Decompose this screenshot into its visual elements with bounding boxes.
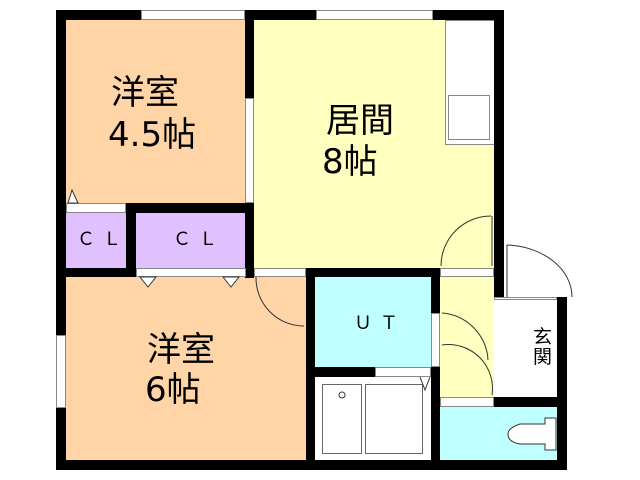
- room-western-4-5: [66, 20, 246, 204]
- label-closet-2: ＣＬ: [173, 229, 225, 250]
- entrance-step: [494, 297, 557, 300]
- wall-ut-top: [306, 268, 440, 277]
- closet-fold-icon: [138, 276, 158, 288]
- window-left-6: [56, 335, 66, 408]
- label-living-size: 8帖: [322, 142, 378, 182]
- drain-icon: [338, 391, 346, 399]
- door-swing-6: [255, 276, 305, 327]
- closet-door-1: [66, 203, 126, 213]
- wall-toilet-top: [494, 397, 567, 407]
- wall-ut-bath: [306, 367, 440, 377]
- sink-icon: [448, 95, 490, 140]
- toilet-icon: [507, 417, 557, 451]
- label-western-6-name: 洋室: [147, 330, 215, 370]
- room-closet-2: [136, 213, 246, 268]
- closet-fold-icon: [221, 276, 241, 288]
- door-swing-living: [440, 215, 492, 267]
- opening-4-5-living: [245, 98, 254, 203]
- label-western-4-5-name: 洋室: [111, 73, 179, 113]
- door-swing-ut: [441, 312, 489, 361]
- label-closet-1: ＣＬ: [77, 229, 129, 250]
- label-living-name: 居間: [326, 101, 394, 141]
- label-entrance: 玄関: [533, 326, 553, 368]
- closet-fold-icon: [67, 188, 79, 204]
- door-ut: [431, 313, 440, 367]
- bathtub-icon: [322, 384, 362, 454]
- label-western-6-size: 6帖: [145, 370, 201, 410]
- wall-closet-top: [126, 203, 254, 213]
- wall-right-entrance: [557, 297, 567, 470]
- door-toilet: [440, 397, 494, 407]
- room-bath: [315, 377, 431, 460]
- window-top-left: [141, 10, 245, 20]
- closet-door-2: [136, 268, 246, 277]
- room-entrance: [498, 297, 557, 397]
- label-western-4-5-size: 4.5帖: [108, 115, 197, 155]
- room-hallway: [440, 277, 494, 397]
- door-living-hall: [440, 268, 494, 277]
- window-top-living: [316, 10, 433, 20]
- wall-left: [56, 10, 66, 470]
- wall-top: [56, 10, 504, 20]
- wall-closet-divider: [126, 203, 136, 277]
- wall-right-living: [494, 10, 504, 298]
- door-living-6: [254, 268, 306, 277]
- bath-floor: [365, 384, 423, 454]
- label-unit-toilet: ＵＴ: [354, 313, 406, 334]
- door-swing-entrance: [506, 244, 573, 298]
- room-unit-toilet: [315, 277, 431, 367]
- door-swing-hall: [441, 344, 493, 396]
- bath-door-fold-icon: [419, 376, 431, 392]
- room-closet-1: [66, 213, 126, 268]
- door-bath: [375, 367, 431, 377]
